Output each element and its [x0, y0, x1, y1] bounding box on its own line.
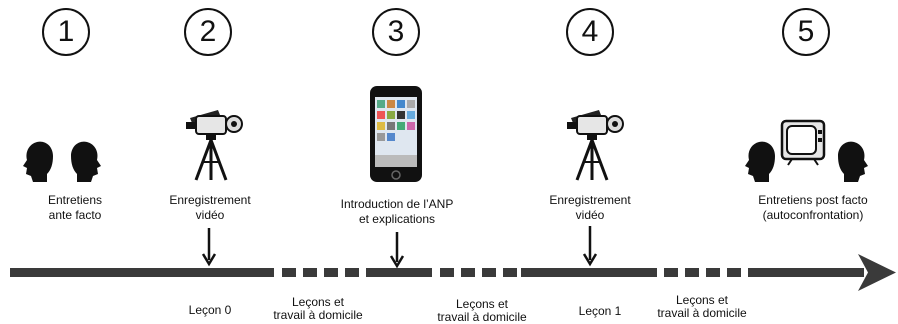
step-1: 1: [36, 8, 96, 56]
step-5: 5: [776, 8, 836, 56]
step-2: 2: [178, 8, 238, 56]
down-arrow-step-2: [201, 228, 217, 267]
step-4: 4: [560, 8, 620, 56]
step-number: 1: [42, 8, 90, 56]
step-3-label: Introduction de l’ANP et explications: [340, 197, 454, 226]
step-number: 4: [566, 8, 614, 56]
head-right-icon: [71, 141, 101, 182]
head-left-icon: [23, 141, 53, 182]
smartphone-icon: [370, 86, 422, 182]
down-arrow-step-3: [389, 232, 405, 269]
step-2-label: Enregistrement vidéo: [169, 193, 251, 222]
head-right-icon: [838, 141, 868, 182]
lesson-label-0: Leçon 0: [188, 303, 232, 317]
lesson-label-3: Leçon 1: [578, 304, 622, 318]
step-4-label: Enregistrement vidéo: [549, 193, 631, 222]
lesson-label-4: Leçons et travail à domicile: [657, 293, 747, 320]
step-number: 5: [782, 8, 830, 56]
video-camera-icon: [184, 108, 244, 182]
video-camera-icon: [565, 108, 625, 182]
step-5-label: Entretiens post facto (autoconfrontation…: [758, 193, 868, 222]
step-number: 3: [372, 8, 420, 56]
step-1-label: Entretiens ante facto: [47, 193, 103, 222]
down-arrow-step-4: [582, 226, 598, 267]
step-number: 2: [184, 8, 232, 56]
lesson-label-2: Leçons et travail à domicile: [437, 297, 527, 324]
monitor-icon: [780, 119, 826, 166]
step-3: 3: [366, 8, 426, 56]
head-left-icon: [745, 141, 775, 182]
lesson-label-1: Leçons et travail à domicile: [273, 295, 363, 322]
timeline-arrow: [10, 254, 896, 291]
